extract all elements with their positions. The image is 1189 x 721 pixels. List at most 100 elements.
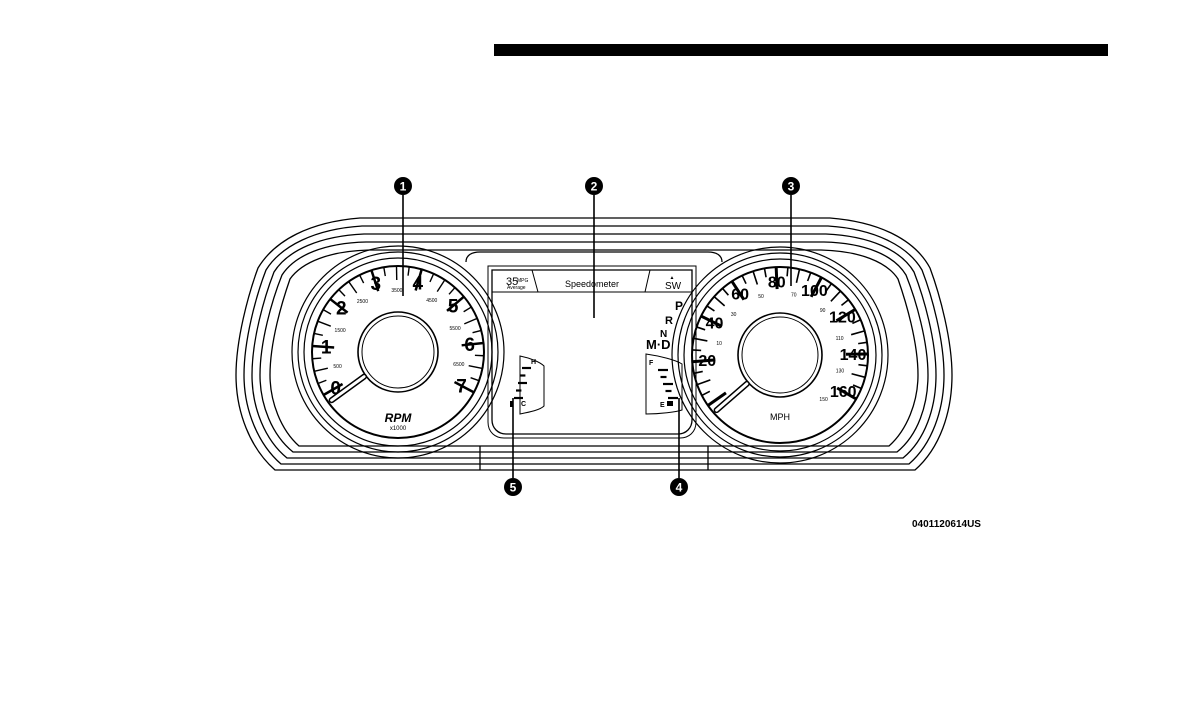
tachometer-major-label: 5 — [448, 296, 459, 317]
minor-tick — [464, 307, 472, 312]
minor-tick — [742, 276, 746, 284]
callout-3: 3 — [782, 177, 800, 195]
speedometer-minor-label: 90 — [820, 308, 826, 314]
tachometer-minor-label: 3500 — [391, 288, 402, 294]
minor-tick — [360, 275, 364, 283]
minor-tick — [697, 380, 710, 385]
tachometer-minor-label: 4500 — [426, 298, 437, 304]
minor-tick — [852, 374, 866, 378]
tachometer-major-label: 4 — [413, 273, 424, 294]
minor-tick — [808, 273, 811, 281]
minor-tick — [841, 300, 848, 306]
minor-tick — [831, 291, 841, 301]
minor-tick — [437, 280, 445, 292]
minor-tick — [707, 306, 714, 311]
minor-tick — [753, 271, 757, 284]
minor-tick — [473, 330, 482, 332]
speedometer-minor-label: 30 — [731, 312, 737, 318]
speedometer-major-label: 80 — [768, 275, 786, 292]
tachometer-minor-label: 2500 — [357, 299, 368, 305]
minor-tick — [796, 269, 799, 283]
minor-tick — [469, 366, 483, 369]
minor-tick — [314, 368, 328, 371]
fuel-full-label: F — [649, 360, 654, 367]
compass-heading: SW — [665, 281, 682, 292]
temperature-gauge: H C — [510, 356, 544, 414]
speedometer-major-label: 100 — [801, 283, 828, 300]
tachometer-minor-label: 500 — [333, 364, 342, 370]
temp-hot-label: H — [531, 359, 536, 366]
minor-tick — [787, 267, 788, 276]
mpg-unit: MPG — [517, 278, 529, 284]
minor-tick — [384, 267, 385, 276]
display-page-title: Speedometer — [565, 279, 619, 289]
callout-leader-lines — [403, 195, 791, 478]
minor-tick — [349, 282, 357, 293]
minor-tick — [694, 371, 703, 373]
tachometer-major-label: 2 — [336, 298, 347, 319]
fuel-empty-label: E — [660, 402, 665, 409]
minor-tick — [723, 288, 729, 295]
callout-5-number: 5 — [510, 481, 517, 495]
tachometer-minor-label: 5500 — [450, 326, 461, 332]
tachometer-major-label: 6 — [464, 335, 475, 356]
speedometer-minor-label: 10 — [716, 341, 722, 347]
callout-1: 1 — [394, 177, 412, 195]
minor-tick — [697, 327, 706, 330]
gear-reverse: R — [665, 315, 673, 327]
speedometer-minor-label: 50 — [758, 294, 764, 300]
minor-tick — [339, 290, 345, 297]
callout-4-number: 4 — [676, 481, 683, 495]
tachometer-unit-label: RPM — [385, 411, 413, 425]
minor-tick — [858, 365, 867, 366]
minor-tick — [318, 321, 331, 326]
minor-tick — [858, 342, 867, 343]
gear-drive: M·D — [646, 337, 671, 352]
tachometer-major-label: 7 — [456, 376, 467, 397]
tachometer-minor-label: 1500 — [335, 328, 346, 334]
callout-5: 5 — [504, 478, 522, 496]
figure-code: 0401120614US — [912, 519, 981, 530]
tachometer-multiplier-label: x1000 — [390, 426, 407, 432]
minor-tick — [471, 378, 479, 381]
speedometer-major-label: 160 — [830, 384, 857, 401]
speedometer-major-label: 140 — [840, 347, 867, 364]
minor-tick — [314, 333, 323, 335]
minor-tick — [851, 331, 864, 335]
gear-indicator: P R N M·D — [646, 299, 683, 352]
minor-tick — [408, 267, 409, 276]
temp-cold-label: C — [521, 401, 526, 408]
minor-tick — [764, 268, 766, 277]
minor-tick — [430, 274, 434, 282]
minor-tick — [692, 350, 701, 351]
callout-3-number: 3 — [788, 180, 795, 194]
speedometer-major-label: 60 — [731, 286, 749, 303]
speedometer-major-label: 40 — [706, 315, 724, 332]
speedometer-minor-label: 70 — [791, 293, 797, 299]
minor-tick — [702, 391, 710, 395]
speedometer-major-label: 20 — [698, 353, 716, 370]
fuel-gauge: F E — [646, 354, 682, 414]
tachometer-minor-label: 6500 — [453, 362, 464, 368]
gear-park: P — [675, 299, 683, 313]
minor-tick — [323, 310, 331, 314]
speedometer-minor-label: 110 — [836, 336, 844, 342]
speedometer-unit-label: MPH — [770, 412, 790, 422]
fuel-pump-icon — [667, 401, 673, 406]
minor-tick — [449, 288, 455, 295]
speedometer-minor-label: 130 — [836, 369, 845, 375]
callout-1-number: 1 — [400, 180, 407, 194]
tachometer-major-label: 3 — [370, 274, 381, 295]
minor-tick — [318, 380, 326, 383]
speedometer-major-label: 120 — [829, 310, 856, 327]
callout-2: 2 — [585, 177, 603, 195]
minor-tick — [714, 297, 724, 306]
speedometer-minor-label: 150 — [819, 397, 828, 403]
mpg-label: Average — [507, 285, 526, 291]
minor-tick — [464, 318, 477, 323]
tachometer-major-label: 1 — [321, 338, 332, 359]
callout-4: 4 — [670, 478, 688, 496]
